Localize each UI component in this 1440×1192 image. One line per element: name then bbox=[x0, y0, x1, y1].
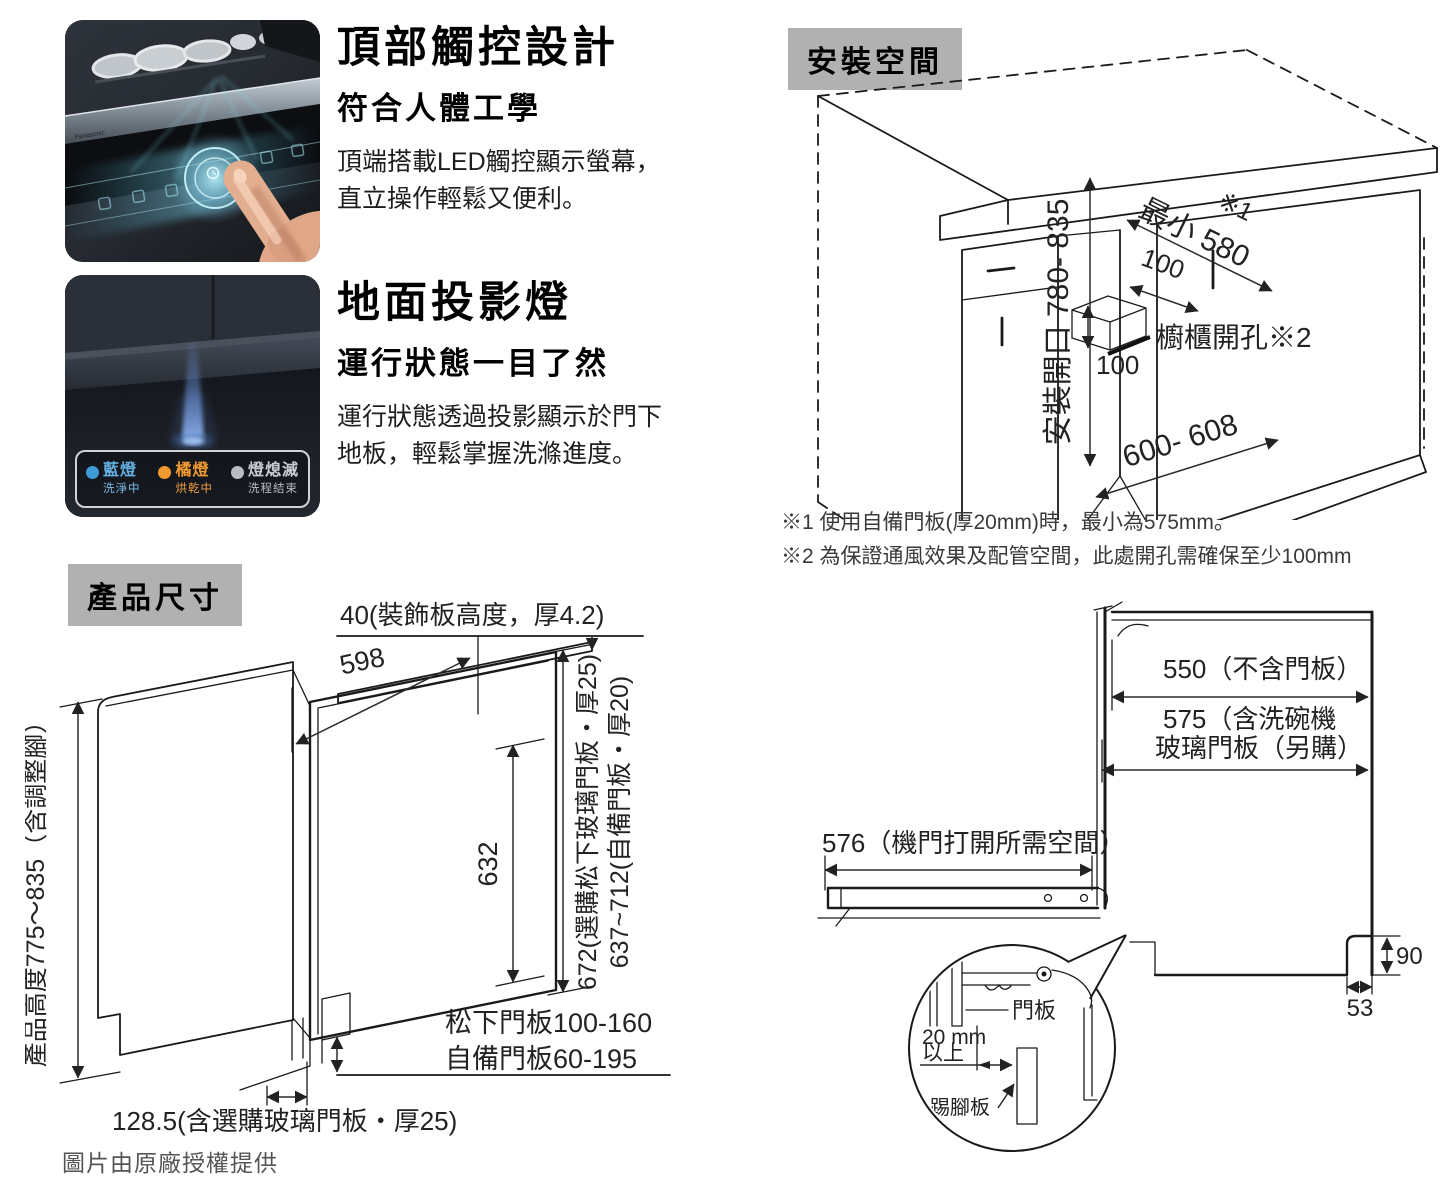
dim-672-glass-door: 672(選購松下玻璃門板・厚25) bbox=[574, 654, 602, 990]
label-gap-above: 以上 bbox=[922, 1042, 964, 1065]
projection-light-photo: 藍燈 洗淨中 橘燈 烘乾中 燈熄滅 洗程結束 bbox=[65, 275, 320, 517]
light-legend: 藍燈 洗淨中 橘燈 烘乾中 燈熄滅 洗程結束 bbox=[75, 450, 310, 508]
brand-label: Panasonic bbox=[74, 129, 106, 141]
dim-600-608: 600- 608 bbox=[1119, 408, 1242, 474]
label-cabinet-hole: 櫥櫃開孔※2 bbox=[1156, 322, 1312, 353]
detail-bubble: 門板 20 mm 以上 踢腳板 bbox=[908, 934, 1127, 1152]
legend-item-orange: 橘燈 烘乾中 bbox=[158, 461, 213, 495]
kick-leader-arrow bbox=[997, 1083, 1015, 1109]
section-title-installation: 安裝空間 bbox=[788, 28, 962, 90]
dim-opening-height: 安裝開口 780- 835 bbox=[1042, 199, 1075, 446]
image-credit: 圖片由原廠授權提供 bbox=[62, 1150, 278, 1176]
hinge-screw-icon bbox=[1036, 966, 1052, 982]
legend-status: 洗程結束 bbox=[247, 482, 298, 495]
dim-53: 53 bbox=[1347, 995, 1374, 1022]
dim-598: 598 bbox=[337, 642, 387, 681]
dim-own-door: 自備門板60-195 bbox=[445, 1044, 637, 1074]
drawer-metal-edge bbox=[65, 78, 320, 144]
legend-name: 燈熄滅 bbox=[247, 461, 299, 479]
feature-body: 頂端搭載LED觸控顯示螢幕，直立操作輕鬆又便利。 bbox=[337, 148, 661, 214]
detail-geometry bbox=[929, 961, 1107, 1125]
touch-control-photo-art: Panasonic bbox=[65, 20, 320, 262]
orange-light-dot-icon bbox=[158, 465, 172, 479]
dim-632: 632 bbox=[473, 841, 503, 886]
installation-diagram: 安裝開口 780- 835 最小 580 ※1 100 100 櫥櫃開孔※2 6… bbox=[817, 49, 1438, 520]
note-1: ※1 使用自備門板(厚20mm)時，最小為575mm。 bbox=[781, 511, 1235, 534]
counter-and-cabinets bbox=[817, 95, 1438, 520]
dim-100-height: 100 bbox=[1096, 350, 1139, 380]
section-title-product-dims: 產品尺寸 bbox=[68, 564, 242, 626]
legend-item-off: 燈熄滅 洗程結束 bbox=[230, 461, 299, 495]
dim-100-depth: 100 bbox=[1138, 242, 1189, 285]
label-kick-board: 踢腳板 bbox=[930, 1096, 990, 1119]
dim-deco-board: 40(裝飾板高度，厚4.2) bbox=[340, 600, 604, 630]
legend-status: 烘乾中 bbox=[175, 482, 213, 495]
dim-550: 550（不含門板） bbox=[1163, 654, 1362, 684]
dim-panasonic-door: 松下門板100-160 bbox=[445, 1008, 652, 1038]
product-dimension-lines bbox=[71, 636, 599, 1104]
note-2: ※2 為保證通風效果及配管空間，此處開孔需確保至少100mm bbox=[781, 545, 1352, 568]
floor-light-spot bbox=[182, 436, 204, 446]
legend-status: 洗淨中 bbox=[103, 482, 141, 495]
feature-title: 頂部觸控設計 bbox=[337, 24, 619, 72]
feature-subtitle: 運行狀態一目了然 bbox=[337, 346, 609, 382]
dim-128-5: 128.5(含選購玻璃門板・厚25) bbox=[112, 1106, 457, 1136]
hole-leader-line bbox=[1107, 335, 1151, 356]
dim-575-line1: 575（含洗碗機 bbox=[1163, 704, 1336, 734]
side-view-diagram: 550（不含門板） 575（含洗碗機 玻璃門板（另購） 576（機門打開所需空間… bbox=[817, 601, 1423, 1152]
side-view-outline bbox=[817, 601, 1401, 995]
blue-light-dot-icon bbox=[86, 465, 99, 479]
feature-title: 地面投影燈 bbox=[337, 279, 572, 327]
note-ref-1: ※1 bbox=[1214, 187, 1258, 227]
touch-control-photo: Panasonic bbox=[65, 20, 320, 262]
installation-notes: ※1 使用自備門板(厚20mm)時，最小為575mm。 ※2 為保證通風效果及配… bbox=[781, 506, 1352, 574]
cabinet-shadow-shape bbox=[260, 20, 320, 62]
installation-dimension-lines bbox=[1081, 177, 1279, 500]
product-dimensions-diagram: 40(裝飾板高度，厚4.2) 598 632 672(選購松下玻璃門板・厚25)… bbox=[25, 600, 671, 1136]
feature-body: 運行狀態透過投影顯示於門下地板，輕鬆掌握洗滌進度。 bbox=[337, 403, 663, 469]
off-light-dot-icon bbox=[230, 465, 244, 479]
hidden-edges bbox=[817, 49, 1438, 520]
dim-637-712-own-door: 637~712(自備門板・厚20) bbox=[606, 676, 634, 968]
feature-projection-light: 地面投影燈 運行狀態一目了然 運行狀態透過投影顯示於門下地板，輕鬆掌握洗滌進度。 bbox=[337, 279, 682, 473]
dim-576: 576（機門打開所需空間） bbox=[822, 828, 1125, 858]
label-gap-20mm: 20 mm bbox=[922, 1026, 986, 1049]
dim-575-line2: 玻璃門板（另購） bbox=[1155, 733, 1363, 763]
legend-name: 橘燈 bbox=[175, 461, 210, 479]
legend-item-blue: 藍燈 洗淨中 bbox=[86, 461, 141, 495]
legend-name: 藍燈 bbox=[103, 461, 138, 479]
side-view-dimension-lines bbox=[824, 690, 1394, 994]
pointing-finger bbox=[223, 160, 320, 262]
feature-subtitle: 符合人體工學 bbox=[337, 91, 541, 127]
dim-90: 90 bbox=[1396, 943, 1423, 970]
label-door-panel: 門板 bbox=[1012, 998, 1056, 1023]
feature-touch-control: 頂部觸控設計 符合人體工學 頂端搭載LED觸控顯示螢幕，直立操作輕鬆又便利。 bbox=[337, 24, 682, 218]
dim-product-height: 產品高度775～835（含調整腳） bbox=[25, 709, 50, 1067]
